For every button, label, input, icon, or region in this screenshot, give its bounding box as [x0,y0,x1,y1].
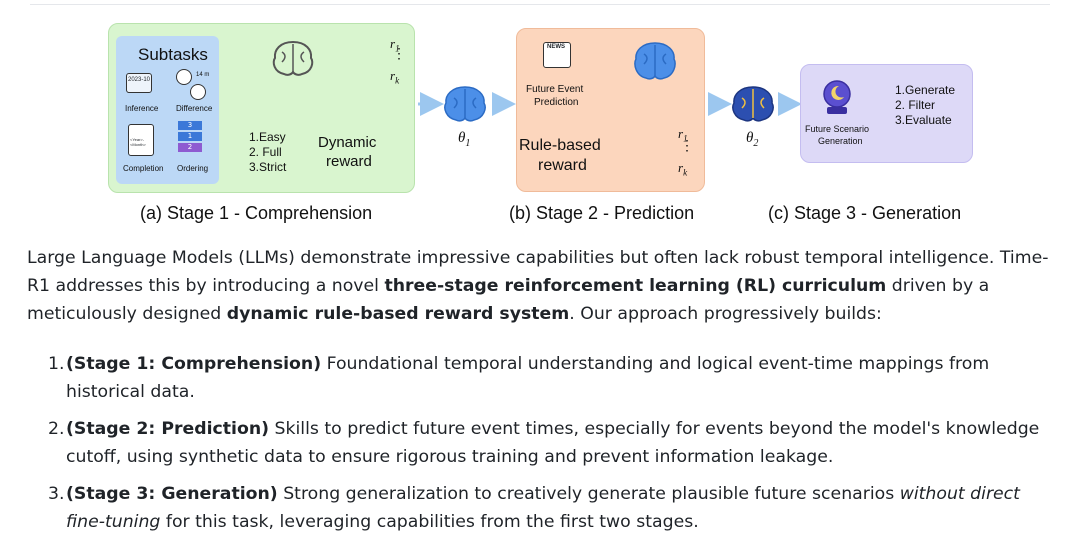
future-scenario-line2: Generation [818,136,863,146]
brain-icon-theta2 [732,86,774,122]
clock-icon [176,69,192,85]
subtasks-panel [116,36,219,184]
list-item-text: Skills to predict future event times, es… [66,419,1040,467]
dynamic-reward-line1: Dynamic [318,134,377,151]
theta2-sub: 2 [753,138,759,149]
s2-vdots: ⋮ [680,137,694,153]
list-item: 3.(Stage 3: Generation) Strong generaliz… [48,480,1048,536]
intro-text-3: . Our approach progressively builds: [569,304,882,324]
future-event-line2: Prediction [534,97,579,108]
theta1-label: θ1 [458,130,470,149]
time-r1-figure: Subtasks 2023-10 14 m Inference Differen… [0,0,1080,232]
order-block-2: 1 [178,132,202,141]
s2-rk-sub: k [683,167,688,178]
step-generate: 1.Generate [895,83,956,97]
theta1-symbol: θ [458,130,466,146]
intro-bold-1: three-stage reinforcement learning (RL) … [384,276,887,296]
ordering-icon: 3 1 2 [178,121,202,153]
list-item-title: (Stage 3: Generation) [66,484,278,504]
clock-icon-2 [190,84,206,100]
s1-rk-label: rk [390,68,399,86]
subtask-ordering: Ordering [177,164,209,173]
calendar-text: 2023-10 [128,77,151,83]
brain-icon-outline [272,40,314,76]
s1-rk-sub: k [395,75,400,86]
intro-text-1: Large Language Models (LLMs) demonstrate… [27,248,1049,296]
dynamic-reward-line2: reward [326,153,372,170]
s2-r1-letter: r [678,126,684,141]
subtask-inference: Inference [125,104,159,113]
crystal-ball-icon [823,80,851,114]
list-item-italic: without direct fine-tuning [66,484,1020,532]
list-number: 2. [48,419,65,439]
list-item: 2.(Stage 2: Prediction) Skills to predic… [48,415,1048,471]
document-icon: <Year>-<Month> [128,124,154,156]
completion-text: <Year>-<Month> [130,137,146,147]
s1-r1-letter: r [390,36,396,51]
future-scenario-line1: Future Scenario [805,124,870,134]
top-divider [30,4,1050,5]
list-item-text-2: for this task, leveraging capabilities f… [160,512,699,532]
s2-r1-sub: 1 [683,133,688,144]
step-evaluate: 3.Evaluate [895,113,952,127]
s1-rk-letter: r [390,68,396,83]
list-item-title: (Stage 2: Prediction) [66,419,270,439]
intro-text-2: driven by a meticulously designed [27,276,990,324]
caption-stage3: (c) Stage 3 - Generation [768,203,962,223]
news-icon: NEWS [543,42,571,68]
level-strict: 3.Strict [249,160,287,174]
future-event-line1: Future Event [526,84,584,95]
rule-based-reward-line1: Rule-based [519,137,601,154]
intro-bold-2: dynamic rule-based reward system [226,304,570,324]
s1-r1-label: r1 [390,36,400,54]
stage-list: 1.(Stage 1: Comprehension) Foundational … [48,350,1048,545]
order-block-1: 3 [178,121,202,130]
intro-paragraph: Large Language Models (LLMs) demonstrate… [27,244,1053,328]
subtask-completion: Completion [123,164,164,173]
list-number: 1. [48,354,65,374]
order-block-3: 2 [178,143,202,152]
s1-vdots: ⋮ [392,45,406,61]
clock-text: 14 m [196,72,210,78]
theta1-sub: 1 [465,138,471,149]
level-easy: 1.Easy [249,130,286,144]
list-item: 1.(Stage 1: Comprehension) Foundational … [48,350,1048,406]
s2-r1-label: r1 [678,126,688,144]
list-number: 3. [48,484,65,504]
s2-rk-letter: r [678,160,684,175]
s2-rk-label: rk [678,160,687,178]
step-filter: 2. Filter [895,98,936,112]
list-item-title: (Stage 1: Comprehension) [66,354,322,374]
subtask-difference: Difference [176,104,213,113]
news-text: NEWS [547,44,565,50]
caption-stage2: (b) Stage 2 - Prediction [509,203,695,223]
brain-icon-stage2 [634,42,676,80]
subtasks-title: Subtasks [138,45,208,64]
caption-stage1: (a) Stage 1 - Comprehension [140,203,373,223]
s1-r1-sub: 1 [395,43,400,54]
theta2-label: θ2 [746,130,758,149]
theta2-symbol: θ [746,130,754,146]
brain-icon-theta1 [444,86,486,122]
level-full: 2. Full [249,145,282,159]
list-item-text: Foundational temporal understanding and … [66,354,990,402]
list-item-text: Strong generalization to creatively gene… [277,484,900,504]
calendar-icon: 2023-10 [126,73,152,93]
rule-based-reward-line2: reward [538,157,587,174]
